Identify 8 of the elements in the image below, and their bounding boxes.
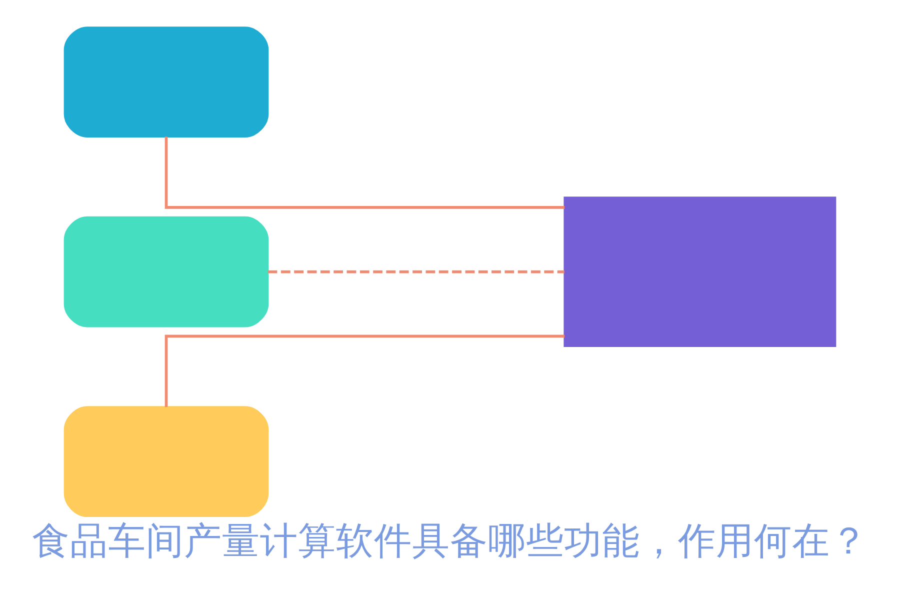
- caption: 食品车间产量计算软件具备哪些功能，作用何在？: [32, 518, 868, 563]
- connector: [268, 270, 564, 274]
- connector: [164, 136, 565, 209]
- node-box: [64, 406, 269, 518]
- node-box: [564, 196, 836, 347]
- connector: [164, 334, 565, 407]
- node-box: [64, 216, 269, 328]
- node-box: [64, 26, 269, 138]
